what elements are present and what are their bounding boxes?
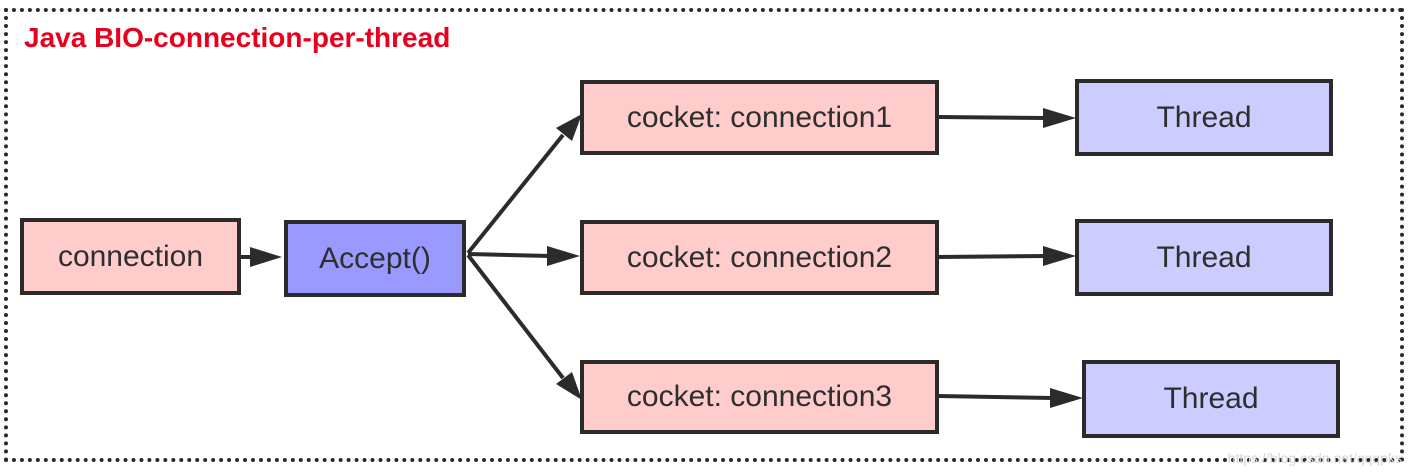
edge-accept-socket3 xyxy=(466,253,565,380)
node-accept: Accept() xyxy=(284,220,466,297)
arrowhead-socket1 xyxy=(556,114,582,141)
node-thread3: Thread xyxy=(1082,360,1340,438)
diagram-title: Java BIO-connection-per-thread xyxy=(24,22,451,53)
edge-socket1-thread1 xyxy=(937,115,1047,120)
edge-accept-socket2 xyxy=(467,252,551,258)
node-thread2: Thread xyxy=(1075,219,1333,296)
edge-socket2-thread2 xyxy=(937,254,1047,259)
arrowhead-accept xyxy=(250,247,282,267)
arrowhead-socket3 xyxy=(556,372,582,400)
arrowhead-thread1 xyxy=(1043,108,1076,128)
arrowhead-thread2 xyxy=(1043,246,1076,266)
node-connection: connection xyxy=(20,218,241,295)
edge-accept-socket1 xyxy=(466,133,565,255)
diagram-frame xyxy=(4,8,1404,462)
arrowhead-socket2 xyxy=(547,246,580,266)
arrowhead-thread3 xyxy=(1050,388,1083,408)
node-thread1: Thread xyxy=(1075,79,1333,156)
watermark-text: https://blog.csdn.net/qqqpks xyxy=(1227,450,1402,466)
node-socket-connection3: cocket: connection3 xyxy=(580,360,939,434)
node-socket-connection1: cocket: connection1 xyxy=(580,80,939,155)
node-socket-connection2: cocket: connection2 xyxy=(580,220,939,295)
edge-socket3-thread3 xyxy=(937,394,1054,400)
